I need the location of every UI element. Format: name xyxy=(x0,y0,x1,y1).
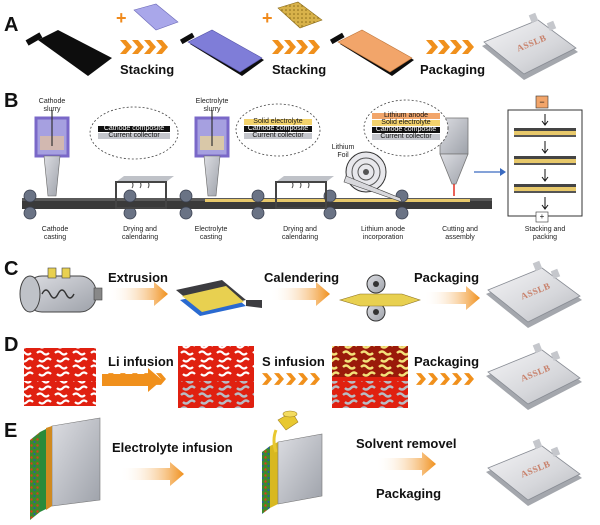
panel-label-b: B xyxy=(4,90,19,112)
panel-label-e: E xyxy=(4,420,18,442)
layered-electrode-block xyxy=(30,417,101,520)
stage-label-7: Stacking and packing xyxy=(524,226,566,241)
anode-foil-small xyxy=(277,1,323,29)
step-label-a1: Stacking xyxy=(120,62,175,77)
calender-rollers xyxy=(338,274,421,322)
stacking-box xyxy=(507,95,583,223)
callout-1-line-2: Current collector xyxy=(108,132,160,139)
step-label-c3: Packaging xyxy=(414,270,480,285)
stack-plus-sign: + xyxy=(539,212,545,221)
gradient-arrow-c1 xyxy=(108,282,168,306)
panel-label-a: A xyxy=(4,14,19,36)
rollers xyxy=(23,189,409,220)
stage-label-2: Drying and calendaring xyxy=(121,226,159,241)
panel-label-d: D xyxy=(4,334,19,356)
conveyor-belt xyxy=(22,200,492,209)
porous-scaffold-3 xyxy=(332,346,408,408)
electrolyte-sheet-small xyxy=(133,3,179,31)
extruded-strip xyxy=(176,280,262,316)
full-cell-stack xyxy=(329,29,414,76)
cathode-electrolyte-stack xyxy=(179,29,264,76)
pouch-cell-d xyxy=(486,342,582,410)
cathode-slurry-label: Cathode slurry xyxy=(38,98,66,113)
porous-scaffold-2 xyxy=(178,346,254,408)
gradient-arrow-e2 xyxy=(376,452,436,476)
callout-3-line-3: Cathode composite xyxy=(375,126,437,133)
chevron-arrow-1 xyxy=(120,40,168,54)
step-label-d1: Li infusion xyxy=(108,354,174,369)
gradient-arrow-c2 xyxy=(270,282,330,306)
step-label-c2: Calendering xyxy=(264,270,340,285)
panel-e xyxy=(30,410,436,520)
chevron-arrow-d2 xyxy=(262,373,320,385)
stage-label-6: Cutting and assembly xyxy=(442,226,478,241)
extruder xyxy=(19,267,103,313)
porous-scaffold-1 xyxy=(24,348,96,406)
panel-c xyxy=(19,267,480,322)
plus-icon: + xyxy=(116,8,127,28)
stage-label-3: Electrolyte casting xyxy=(194,226,228,241)
callout-3-line-1: Lithium anode xyxy=(384,112,428,119)
panel-b xyxy=(22,95,583,223)
callout-3-line-2: Solid electrolyte xyxy=(381,119,431,126)
drying-box-2 xyxy=(275,176,334,209)
callout-2-line-2: Cathode composite xyxy=(247,125,309,132)
electrolyte-casting-machine xyxy=(194,110,230,197)
pouch-cell-e xyxy=(486,438,582,506)
step-label-e3: Packaging xyxy=(376,486,442,501)
step-label-a3: Packaging xyxy=(420,62,486,77)
lithium-foil-label: Lithium Foil xyxy=(331,144,355,159)
stage-label-5: Lithium anode incorporation xyxy=(361,226,405,241)
callout-2-line-1: Solid electrolyte xyxy=(253,118,303,125)
chevron-arrow-d3 xyxy=(416,373,474,385)
gradient-arrow-c3 xyxy=(424,286,480,310)
stage-label-4: Drying and calendaring xyxy=(281,226,319,241)
panel-label-c: C xyxy=(4,258,19,280)
stack-minus-sign: − xyxy=(539,97,545,107)
callout-3-line-4: Current collector xyxy=(380,133,432,140)
cathode-sheet xyxy=(25,30,112,76)
chevron-arrow-3 xyxy=(426,40,474,54)
step-label-d3: Packaging xyxy=(414,354,480,369)
pouch-cell-c xyxy=(486,260,582,328)
plus-icon: + xyxy=(262,8,273,28)
stage-label-1: Cathode casting xyxy=(41,226,69,241)
panel-d xyxy=(24,346,474,408)
panel-a: + + xyxy=(25,1,474,76)
infused-electrode-block xyxy=(262,410,323,514)
drying-box-1 xyxy=(115,176,174,209)
chevron-arrow-2 xyxy=(272,40,320,54)
gradient-arrow-e1 xyxy=(120,462,184,486)
step-label-d2: S infusion xyxy=(262,354,325,369)
step-label-e2: Solvent removel xyxy=(356,436,457,451)
cutting-funnel xyxy=(439,117,469,196)
lithium-foil-roll xyxy=(343,151,403,203)
callout-1-line-1: Cathode composite xyxy=(103,125,165,132)
electrolyte-slurry-label: Electrolyte slurry xyxy=(195,98,229,113)
step-label-e1: Electrolyte infusion xyxy=(112,440,233,455)
cathode-casting-machine xyxy=(34,110,70,197)
step-label-c1: Extrusion xyxy=(108,270,168,285)
step-label-a2: Stacking xyxy=(272,62,327,77)
pouch-cell-a xyxy=(482,12,578,80)
callout-2-line-3: Current collector xyxy=(252,132,304,139)
